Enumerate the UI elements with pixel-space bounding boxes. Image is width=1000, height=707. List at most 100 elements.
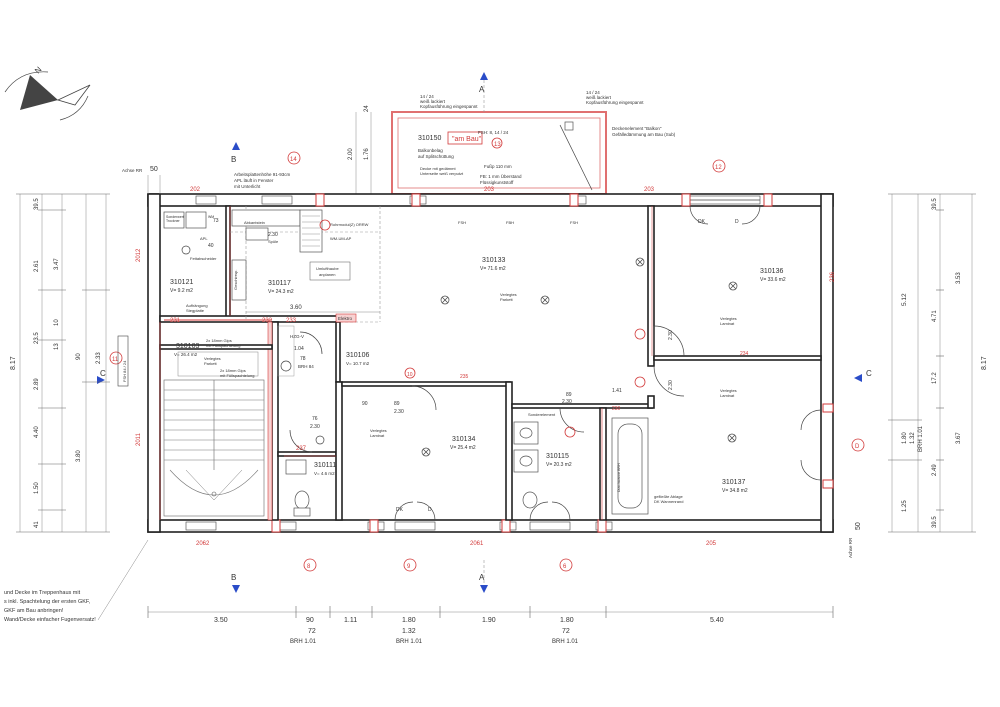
svg-text:2.30: 2.30 xyxy=(268,232,278,238)
svg-text:3.53: 3.53 xyxy=(956,272,962,284)
svg-text:2.30: 2.30 xyxy=(668,330,674,340)
svg-text:1.32: 1.32 xyxy=(910,432,916,444)
svg-text:1.80: 1.80 xyxy=(560,617,574,624)
svg-text:Umlufthaube: Umlufthaube xyxy=(316,266,339,271)
svg-text:2.30: 2.30 xyxy=(562,399,572,405)
svg-text:2.30: 2.30 xyxy=(310,424,320,430)
svg-text:BRH 1.01: BRH 1.01 xyxy=(290,639,317,645)
room-area-310117: V= 24.3 m2 xyxy=(268,289,294,295)
svg-text:3.67: 3.67 xyxy=(956,432,962,444)
svg-text:2.49: 2.49 xyxy=(932,464,938,476)
svg-text:4.71: 4.71 xyxy=(932,310,938,322)
svg-text:2.30: 2.30 xyxy=(394,409,404,415)
svg-text:3.80: 3.80 xyxy=(76,450,82,462)
room-id-310106: 310106 xyxy=(346,352,369,359)
room-area-310133: V= 71.6 m2 xyxy=(480,266,506,272)
room-id-310137: 310137 xyxy=(722,479,745,486)
svg-text:9: 9 xyxy=(407,564,411,570)
svg-text:DK Wannenrand: DK Wannenrand xyxy=(654,499,683,504)
window-pillars xyxy=(271,193,834,533)
svg-text:90: 90 xyxy=(306,617,314,624)
room-area-310137: V= 34.8 m2 xyxy=(722,488,748,494)
svg-text:Laminat: Laminat xyxy=(720,393,735,398)
axis-label: Achse RR 50 Achse RR 50 xyxy=(122,166,862,558)
svg-text:Fußp 110 mm: Fußp 110 mm xyxy=(484,164,512,169)
room-id-310136: 310136 xyxy=(760,268,783,275)
svg-text:DK: DK xyxy=(698,219,706,225)
room-area-310106: V= 10.7 m2 xyxy=(346,361,370,366)
svg-text:13: 13 xyxy=(54,343,60,350)
svg-text:203: 203 xyxy=(484,187,495,193)
svg-text:N: N xyxy=(33,65,44,76)
room-area-310111: V= 4.6 m2 xyxy=(314,471,335,476)
section-b-top: B xyxy=(231,142,240,164)
svg-text:FBH: FBH xyxy=(506,220,514,225)
svg-text:41: 41 xyxy=(34,521,40,528)
room-310117: 2.30 Spüle Abkantstein Rohrmodul(Z) ORRW… xyxy=(231,172,380,313)
svg-text:Achse RR: Achse RR xyxy=(848,537,853,558)
svg-text:2061: 2061 xyxy=(470,541,484,547)
section-c-right: C xyxy=(854,369,872,382)
door-swings xyxy=(289,205,822,521)
svg-text:50: 50 xyxy=(855,522,862,530)
svg-text:Verlegtes: Verlegtes xyxy=(720,316,737,321)
room-id-310133: 310133 xyxy=(482,257,505,264)
svg-text:14 / 24: 14 / 24 xyxy=(586,90,600,95)
room-area-310115: V= 20.3 m2 xyxy=(546,462,572,468)
svg-text:23.5: 23.5 xyxy=(34,332,40,344)
svg-text:1.76: 1.76 xyxy=(364,148,370,160)
svg-text:1.80: 1.80 xyxy=(902,432,908,444)
svg-text:Laminat: Laminat xyxy=(720,321,735,326)
svg-text:13: 13 xyxy=(494,142,501,148)
svg-text:mit Unterlicht: mit Unterlicht xyxy=(234,184,261,189)
svg-text:8.17: 8.17 xyxy=(10,356,17,370)
room-310115: 310115 V= 20.3 m2 89 2.30 Sonderelement xyxy=(513,392,576,509)
svg-text:2x 18mm Gips: 2x 18mm Gips xyxy=(220,368,246,373)
svg-text:Aufhängung: Aufhängung xyxy=(186,303,208,308)
svg-text:1.80: 1.80 xyxy=(402,617,416,624)
svg-text:D: D xyxy=(855,444,860,450)
svg-text:Achse RR: Achse RR xyxy=(122,168,143,173)
svg-text:Trockner: Trockner xyxy=(166,219,181,223)
north-arrow-icon: N xyxy=(4,65,91,121)
staircase: Verlegtes Parkett xyxy=(163,351,265,517)
room-id-310111: 310111 xyxy=(314,462,336,469)
room-id-310150: 310150 xyxy=(418,135,441,142)
svg-text:202: 202 xyxy=(190,187,201,193)
svg-text:Elektro: Elektro xyxy=(338,316,353,321)
svg-text:Arbeitsplattenhöhe 91-93cm: Arbeitsplattenhöhe 91-93cm xyxy=(234,172,291,177)
room-id-310117: 310117 xyxy=(268,280,291,287)
svg-text:Rohrmodul(Z) ORRW: Rohrmodul(Z) ORRW xyxy=(330,222,369,227)
svg-text:230: 230 xyxy=(612,406,621,412)
svg-text:APL läuft in Fenster: APL läuft in Fenster xyxy=(234,178,274,183)
svg-text:Stegplatte: Stegplatte xyxy=(186,308,205,313)
svg-text:90: 90 xyxy=(76,353,82,360)
svg-text:Kopfausführung eingespannt: Kopfausführung eingespannt xyxy=(586,100,644,105)
room-id-310121: 310121 xyxy=(170,279,193,286)
svg-text:FB: 1 mm Überstand: FB: 1 mm Überstand xyxy=(480,173,522,179)
svg-text:B: B xyxy=(231,573,236,582)
room-area-310121: V= 9.2 m2 xyxy=(170,288,193,294)
svg-text:1.25: 1.25 xyxy=(902,500,908,512)
room-310106: Elektro HZG-V 1.04 78 BRH 84 310106 V= 1… xyxy=(277,313,416,445)
svg-text:4.40: 4.40 xyxy=(34,426,40,438)
svg-text:1.50: 1.50 xyxy=(34,482,40,494)
svg-text:weiß lackiert: weiß lackiert xyxy=(586,95,612,100)
right-dimension-chains: 5.12 1.80 1.32 BRH 1.01 39.5 3.53 4.71 1… xyxy=(888,193,988,533)
svg-text:1.90: 1.90 xyxy=(482,617,496,624)
svg-text:BRH 1.01: BRH 1.01 xyxy=(396,639,423,645)
svg-text:Laminat: Laminat xyxy=(370,433,385,438)
axis-markers: 14 12 11 8 9 6 xyxy=(109,151,726,572)
svg-text:8: 8 xyxy=(307,564,311,570)
svg-text:3.60: 3.60 xyxy=(290,305,302,311)
svg-text:40: 40 xyxy=(208,243,214,249)
bottom-dimension-chains: 3.50 90 1.11 1.80 1.90 1.80 5.40 72 1.32… xyxy=(147,606,834,645)
svg-text:WM: WM xyxy=(208,215,214,219)
svg-text:B: B xyxy=(231,155,236,164)
interior-walls xyxy=(159,205,822,521)
svg-text:Parkett: Parkett xyxy=(204,361,218,366)
svg-text:6: 6 xyxy=(563,564,567,570)
svg-text:3.47: 3.47 xyxy=(54,258,60,270)
room-area-310134: V= 25.4 m2 xyxy=(450,445,476,451)
